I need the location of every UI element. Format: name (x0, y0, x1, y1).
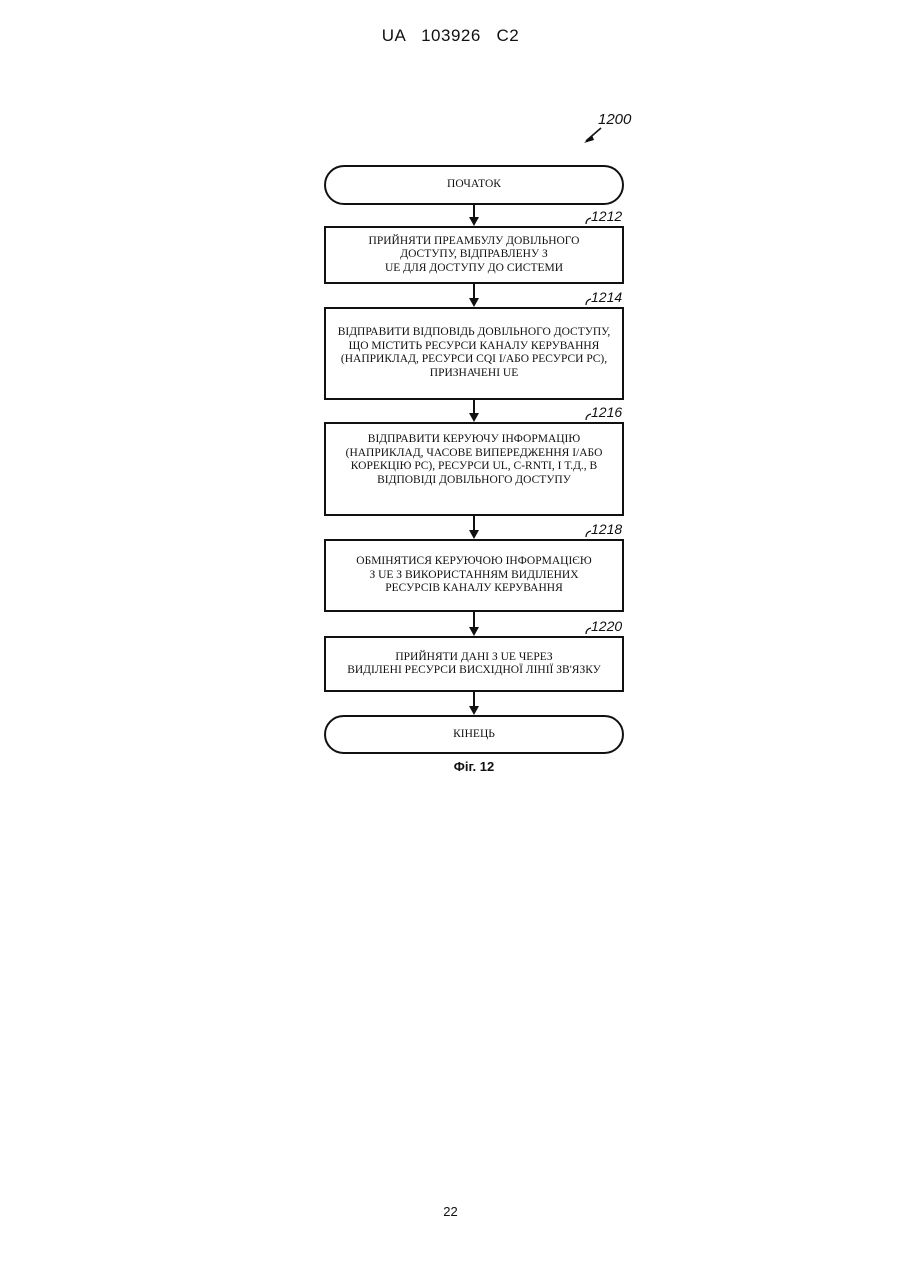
ref-label-1218: 1218 (591, 521, 622, 537)
end-text: КІНЕЦЬ (453, 728, 495, 742)
step-1212-label: ПРИЙНЯТИ ПРЕАМБУЛУ ДОВІЛЬНОГО ДОСТУПУ, В… (327, 229, 621, 281)
step-1218-text: ОБМІНЯТИСЯ КЕРУЮЧОЮ ІНФОРМАЦІЄЮ З UE З В… (356, 555, 591, 596)
ref-label-1216: 1216 (591, 404, 622, 420)
figure-ref-arrow (584, 128, 601, 143)
ref-label-1214: 1214 (591, 289, 622, 305)
step-1220-label: ПРИЙНЯТИ ДАНІ З UE ЧЕРЕЗ ВИДІЛЕНІ РЕСУРС… (327, 639, 621, 689)
step-1220-text: ПРИЙНЯТИ ДАНІ З UE ЧЕРЕЗ ВИДІЛЕНІ РЕСУРС… (347, 651, 601, 678)
start-text: ПОЧАТОК (447, 178, 501, 192)
figure-ref-label: 1200 (598, 111, 631, 128)
ref-label-1212: 1212 (591, 208, 622, 224)
page-number: 22 (0, 1204, 901, 1219)
ref-label-1220: 1220 (591, 618, 622, 634)
step-1212-text: ПРИЙНЯТИ ПРЕАМБУЛУ ДОВІЛЬНОГО ДОСТУПУ, В… (369, 235, 580, 276)
start-label: ПОЧАТОК (327, 168, 621, 202)
step-1218-label: ОБМІНЯТИСЯ КЕРУЮЧОЮ ІНФОРМАЦІЄЮ З UE З В… (327, 542, 621, 609)
step-1214-text: ВІДПРАВИТИ ВІДПОВІДЬ ДОВІЛЬНОГО ДОСТУПУ,… (338, 326, 611, 380)
step-1214-label: ВІДПРАВИТИ ВІДПОВІДЬ ДОВІЛЬНОГО ДОСТУПУ,… (327, 318, 621, 388)
step-1216-label: ВІДПРАВИТИ КЕРУЮЧУ ІНФОРМАЦІЮ (НАПРИКЛАД… (327, 425, 621, 495)
figure-caption: Фіг. 12 (424, 759, 524, 774)
step-1216-text: ВІДПРАВИТИ КЕРУЮЧУ ІНФОРМАЦІЮ (НАПРИКЛАД… (346, 433, 603, 487)
end-label: КІНЕЦЬ (327, 718, 621, 751)
